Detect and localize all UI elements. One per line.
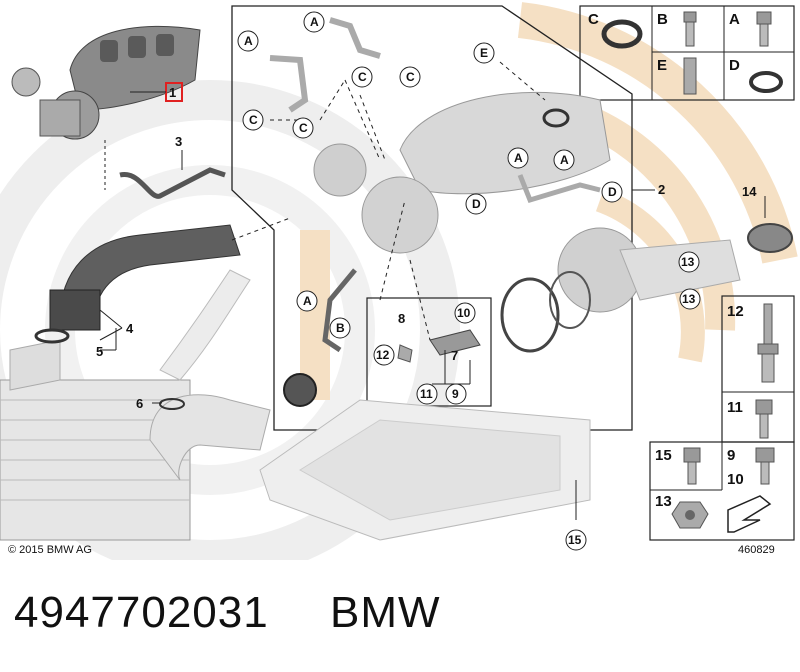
- legend-number-12: 12: [727, 303, 744, 320]
- letter-callouts: [237, 11, 623, 339]
- letter-a-1: A: [244, 34, 253, 48]
- letter-a-4: A: [560, 153, 569, 167]
- callout-8: 8: [398, 311, 405, 326]
- legend-number-13: 13: [655, 493, 672, 510]
- callout-6: 6: [136, 396, 143, 411]
- legend-number-11: 11: [727, 399, 743, 416]
- legend-number-10: 10: [727, 471, 744, 488]
- callout-10: 10: [457, 306, 471, 320]
- coolant-line-right-illustration: [517, 174, 601, 204]
- callout-14: 14: [742, 184, 757, 199]
- number-callouts-circled: [373, 251, 701, 551]
- letter-a-3: A: [514, 151, 523, 165]
- callout-1: 1: [169, 85, 176, 100]
- letter-a-2: A: [310, 15, 319, 29]
- callout-12: 12: [376, 348, 390, 362]
- brand-name: BMW: [330, 588, 441, 637]
- letter-e-1: E: [480, 46, 488, 60]
- legend-letter-a: A: [729, 11, 740, 28]
- legend-fasteners-top: [579, 5, 795, 101]
- callout-4: 4: [126, 321, 134, 336]
- part-number: 4947702031: [14, 588, 269, 637]
- legend-letter-c: C: [588, 11, 599, 28]
- letter-b-1: B: [336, 321, 345, 335]
- leader-lines: [99, 61, 766, 520]
- letter-d-2: D: [608, 185, 617, 199]
- boost-pipe-illustration: [159, 269, 251, 381]
- oil-line-3-illustration: [119, 167, 226, 199]
- letter-c-2: C: [406, 70, 415, 84]
- legend-letter-b: B: [657, 11, 668, 28]
- legend-letter-d: D: [729, 57, 740, 74]
- letter-d-1: D: [472, 197, 481, 211]
- gasket-5-illustration: [34, 328, 70, 344]
- letter-c-1: C: [358, 70, 367, 84]
- callout-13-b: 13: [682, 292, 696, 306]
- letter-c-4: C: [299, 121, 308, 135]
- callout-11: 11: [420, 387, 433, 401]
- coolant-line-upper-illustration: [329, 17, 381, 59]
- legend-number-9: 9: [727, 447, 735, 464]
- hose-clamp-14-illustration: [747, 223, 793, 253]
- letter-a-5: A: [303, 294, 312, 308]
- callout-5: 5: [96, 344, 103, 359]
- coolant-line-top-illustration: [269, 55, 309, 113]
- charge-pipe-illustration: [49, 224, 241, 331]
- exploded-parts-diagram: C B A E D 12 11 15 9 10 13: [0, 2, 798, 560]
- v-clamp-illustration: [500, 277, 560, 353]
- legend-fasteners-right: [649, 295, 795, 541]
- callout-9: 9: [452, 387, 459, 401]
- letter-c-3: C: [249, 113, 258, 127]
- copyright-text: © 2015 BMW AG: [8, 544, 92, 556]
- o-ring-6-illustration: [159, 398, 185, 410]
- bracket-7-illustration: [429, 329, 481, 356]
- legend-letter-e: E: [657, 57, 667, 74]
- sealing-ring-illustration: [283, 373, 317, 407]
- coolant-line-lower-illustration: [322, 268, 357, 353]
- v-clamp-seal-illustration: [549, 271, 591, 329]
- callout-3: 3: [175, 134, 182, 149]
- intercooler-illustration: [0, 339, 191, 541]
- turbocharger-manifold-illustration: [11, 25, 201, 140]
- diagram-id: 460829: [738, 544, 775, 556]
- turbocharger-assembly-illustration: [313, 91, 741, 313]
- callout-2: 2: [658, 182, 665, 197]
- callout-13-a: 13: [681, 255, 695, 269]
- callout-7: 7: [451, 348, 458, 363]
- legend-number-15: 15: [655, 447, 672, 464]
- callout-15: 15: [568, 533, 582, 547]
- gasket-e-illustration: [542, 108, 570, 128]
